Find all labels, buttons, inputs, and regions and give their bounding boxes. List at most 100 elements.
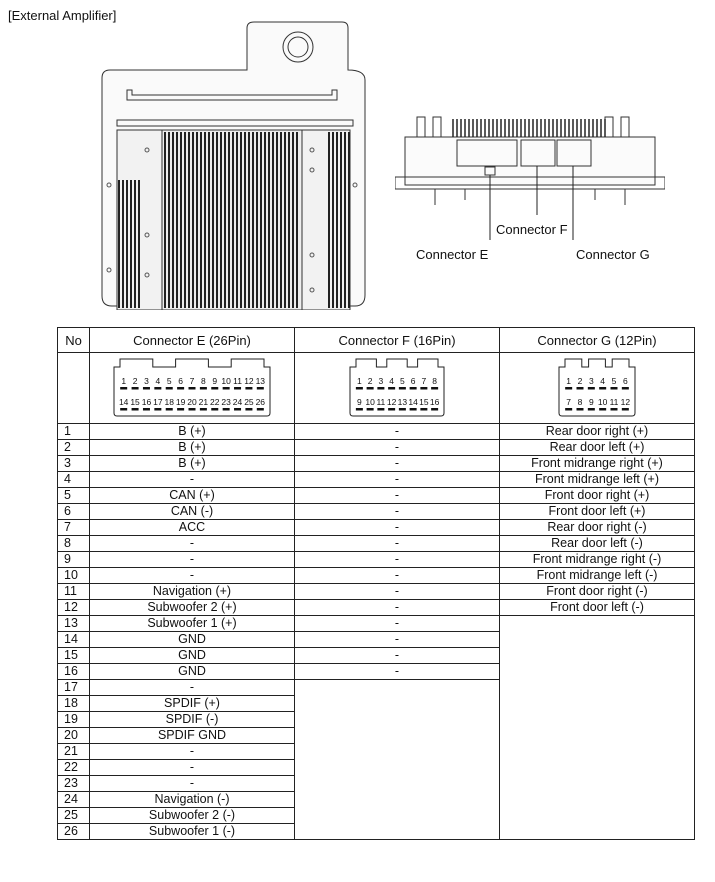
connector-e-pin: - bbox=[89, 567, 295, 584]
connector-g-pin-slot bbox=[565, 408, 573, 411]
connector-e-pin: - bbox=[89, 535, 295, 552]
connector-e-pin: Navigation (+) bbox=[89, 583, 295, 600]
connector-f-pin-label: 8 bbox=[432, 376, 437, 386]
connector-f-pin-slot bbox=[409, 408, 417, 411]
connector-f-pin: - bbox=[294, 503, 500, 520]
table-row: 10--Front midrange left (-) bbox=[57, 567, 695, 584]
table-header-row: No Connector E (26Pin) Connector F (16Pi… bbox=[57, 327, 695, 353]
connector-f-pin-slot bbox=[431, 408, 439, 411]
connector-e-pin: - bbox=[89, 679, 295, 696]
pin-number: 1 bbox=[57, 423, 90, 440]
connector-g-pin: Rear door left (+) bbox=[499, 439, 695, 456]
connector-e-pin-label: 9 bbox=[212, 376, 217, 386]
connector-f-pin: - bbox=[294, 663, 500, 680]
connector-e-pin-label: 6 bbox=[178, 376, 183, 386]
connector-g-empty bbox=[499, 615, 695, 840]
connector-e-pin: Subwoofer 1 (-) bbox=[89, 823, 295, 840]
connector-e-pin-label: 13 bbox=[256, 376, 266, 386]
connector-g-pin: Front door left (-) bbox=[499, 599, 695, 616]
connector-e-pin: GND bbox=[89, 631, 295, 648]
pin-number: 4 bbox=[57, 471, 90, 488]
connector-e-pin-label: 21 bbox=[199, 397, 209, 407]
pin-number: 15 bbox=[57, 647, 90, 664]
connector-f-pin: - bbox=[294, 487, 500, 504]
pin-number: 17 bbox=[57, 679, 90, 696]
connector-g-pin-slot bbox=[621, 387, 629, 390]
connector-e-pin-label: 12 bbox=[244, 376, 254, 386]
connector-e-pin-slot bbox=[131, 387, 139, 390]
connector-e-pin: - bbox=[89, 775, 295, 792]
connector-e-pin: GND bbox=[89, 647, 295, 664]
connector-e-pin-label: 25 bbox=[244, 397, 254, 407]
header-no: No bbox=[57, 327, 90, 353]
connector-f-pin-slot bbox=[420, 408, 428, 411]
connector-e-pin-label: 19 bbox=[176, 397, 186, 407]
pin-number: 24 bbox=[57, 791, 90, 808]
connector-e-pin-slot bbox=[234, 387, 242, 390]
connector-g-pin: Front midrange right (+) bbox=[499, 455, 695, 472]
pin-number: 20 bbox=[57, 727, 90, 744]
connector-e-pin-label: 18 bbox=[164, 397, 174, 407]
connector-e-pin: Navigation (-) bbox=[89, 791, 295, 808]
connector-e-pin-slot bbox=[154, 408, 162, 411]
connector-e-pin-label: 8 bbox=[201, 376, 206, 386]
connector-f-pin-label: 11 bbox=[376, 397, 385, 407]
connector-e-pin-label: 14 bbox=[119, 397, 129, 407]
pin-number: 12 bbox=[57, 599, 90, 616]
connector-g-pin-slot bbox=[599, 408, 607, 411]
connector-e-pin: - bbox=[89, 743, 295, 760]
pin-number: 7 bbox=[57, 519, 90, 536]
pin-number: 21 bbox=[57, 743, 90, 760]
connector-e-pin-slot bbox=[142, 408, 150, 411]
connector-f-pin-slot bbox=[409, 387, 417, 390]
connector-e-pin-label: 20 bbox=[187, 397, 197, 407]
pin-number: 19 bbox=[57, 711, 90, 728]
connector-g-pin-label: 7 bbox=[566, 397, 571, 407]
connector-g-pin: Front midrange left (-) bbox=[499, 567, 695, 584]
connector-g-pin-label: 9 bbox=[589, 397, 594, 407]
callout-connector-f: Connector F bbox=[496, 222, 568, 237]
header-connector-e: Connector E (26Pin) bbox=[89, 327, 295, 353]
connector-g-pin-label: 2 bbox=[578, 376, 583, 386]
pin-number: 18 bbox=[57, 695, 90, 712]
connector-f-pin-label: 14 bbox=[408, 397, 418, 407]
connector-e-pin: Subwoofer 2 (-) bbox=[89, 807, 295, 824]
connector-e-pin: B (+) bbox=[89, 423, 295, 440]
connector-e-pin: GND bbox=[89, 663, 295, 680]
connector-e-pin-label: 4 bbox=[155, 376, 160, 386]
connector-f-pin: - bbox=[294, 471, 500, 488]
connector-e-pin-label: 1 bbox=[121, 376, 126, 386]
connector-f-pin-label: 4 bbox=[389, 376, 394, 386]
connector-f-pin-label: 7 bbox=[422, 376, 427, 386]
connector-f-pin-slot bbox=[388, 408, 396, 411]
connector-f-pin: - bbox=[294, 439, 500, 456]
connector-g-pin: Rear door left (-) bbox=[499, 535, 695, 552]
connector-e-pin-slot bbox=[120, 387, 128, 390]
connector-f-pin-label: 15 bbox=[419, 397, 429, 407]
header-connector-g: Connector G (12Pin) bbox=[499, 327, 695, 353]
connector-g-pin-label: 10 bbox=[598, 397, 608, 407]
connector-g-pin-label: 1 bbox=[566, 376, 571, 386]
connector-e-pin-slot bbox=[245, 387, 253, 390]
connector-e-pin: - bbox=[89, 471, 295, 488]
connector-f-pin-label: 13 bbox=[398, 397, 408, 407]
connector-e-pin-label: 10 bbox=[221, 376, 231, 386]
connector-g-pin-slot bbox=[610, 408, 618, 411]
connector-e-pin-label: 7 bbox=[190, 376, 195, 386]
table-row: 9--Front midrange right (-) bbox=[57, 551, 695, 568]
connector-g-pin-slot bbox=[576, 387, 584, 390]
table-row: 17- bbox=[57, 679, 695, 840]
connector-f-pin-slot bbox=[420, 387, 428, 390]
connector-f-pin: - bbox=[294, 615, 500, 632]
pin-number: 2 bbox=[57, 439, 90, 456]
connector-f-pin-slot bbox=[366, 408, 374, 411]
connector-e-pin: SPDIF GND bbox=[89, 727, 295, 744]
connector-e-pin: Subwoofer 1 (+) bbox=[89, 615, 295, 632]
